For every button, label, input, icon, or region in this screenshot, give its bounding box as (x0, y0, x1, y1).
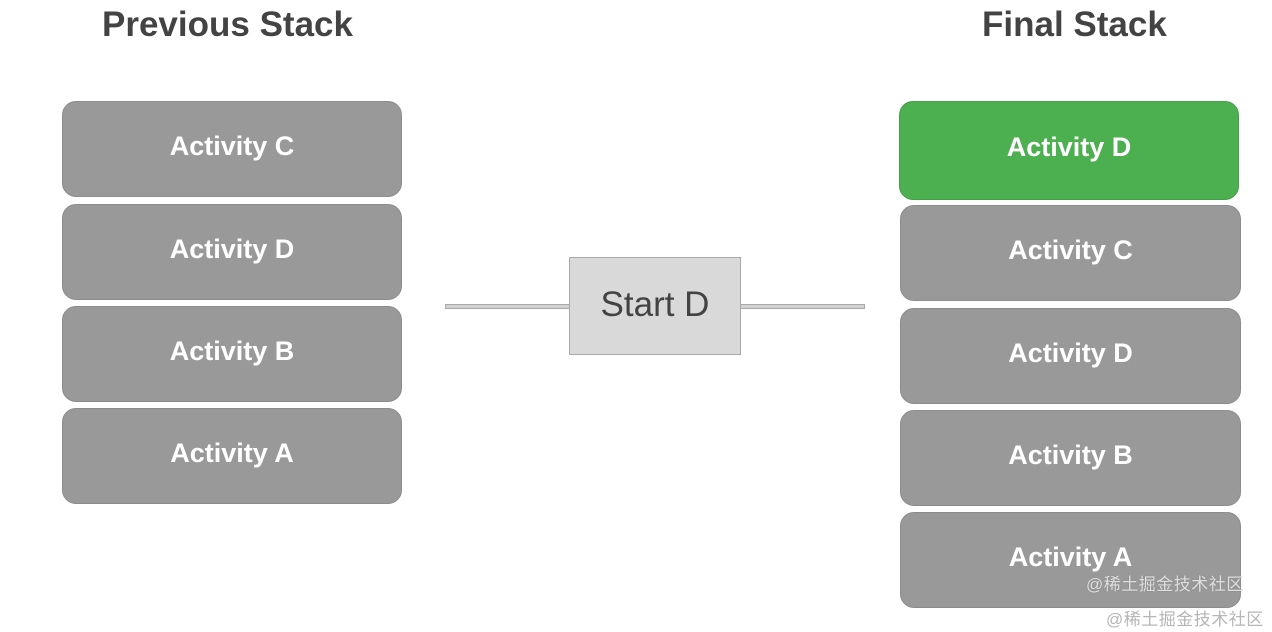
stack-item-label: Activity C (169, 130, 295, 161)
previous-stack-item: Activity C (62, 101, 402, 197)
final-stack-item: Activity B (900, 410, 1241, 506)
final-stack-item: Activity D (900, 308, 1241, 404)
stack-item-label: Activity A (1008, 541, 1133, 572)
previous-stack-item: Activity A (62, 408, 402, 504)
stack-item-label: Activity B (169, 335, 295, 366)
start-action-box: Start D (569, 257, 741, 355)
final-stack-item: Activity A (900, 512, 1241, 608)
stack-item-label: Activity D (169, 233, 295, 264)
stack-item-label: Activity A (170, 437, 294, 468)
stack-item-label: Activity D (1008, 337, 1133, 368)
connector-line-left (445, 304, 571, 309)
final-stack-item: Activity C (900, 205, 1241, 301)
watermark-overlay: @稀土掘金技术社区 (1086, 575, 1244, 594)
previous-stack-item: Activity D (62, 204, 402, 300)
connector-line-right (740, 304, 865, 309)
action-label: Start D (600, 285, 710, 324)
stack-item-label: Activity D (1006, 132, 1132, 162)
stack-item-label: Activity C (1008, 234, 1133, 265)
stack-item-label: Activity B (1008, 439, 1133, 470)
final-stack-title: Final Stack (982, 5, 1167, 44)
final-stack-item-highlighted: Activity D (899, 101, 1239, 200)
previous-stack-item: Activity B (62, 306, 402, 402)
previous-stack-title: Previous Stack (102, 5, 353, 44)
watermark-corner: @稀土掘金技术社区 (1106, 610, 1264, 629)
